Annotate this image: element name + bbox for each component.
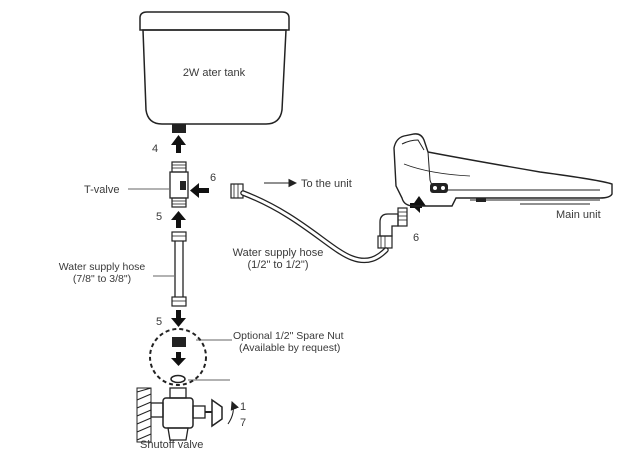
- unit-hose-label-line2: (1/2" to 1/2"): [247, 259, 308, 271]
- step-6-top: 6: [210, 172, 216, 184]
- arrow-into-unit: [410, 196, 426, 213]
- spare-nut-callout: [149, 328, 207, 386]
- t-valve: [169, 161, 189, 208]
- shutoff-valve-label: Shutoff valve: [140, 439, 203, 451]
- spare-nut: [171, 337, 186, 366]
- arrow-into-t-valve: [190, 183, 209, 198]
- left-hose-label-line1: Water supply hose: [59, 261, 146, 273]
- step-5-top: 5: [156, 211, 162, 223]
- step-6-bottom: 6: [413, 232, 419, 244]
- vertical-supply-hose: [171, 231, 187, 307]
- arrow-down-to-nut: [171, 310, 186, 327]
- arrow-up-from-hose: [171, 211, 186, 228]
- wall: [136, 387, 152, 443]
- step-1: 1: [240, 401, 246, 413]
- unit-elbow-connector: [377, 207, 408, 249]
- main-unit-label: Main unit: [556, 209, 601, 221]
- left-hose-label-line2: (7/8" to 3/8"): [73, 273, 131, 285]
- spare-nut-label-line2: (Available by request): [239, 342, 340, 354]
- step-7: 7: [240, 417, 246, 429]
- t-valve-label: T-valve: [84, 184, 119, 196]
- main-unit: [393, 133, 613, 207]
- arrow-up-to-tank: [171, 135, 186, 153]
- shutoff-valve: [150, 387, 223, 441]
- to-unit-label: To the unit: [301, 178, 352, 190]
- spare-nut-label-line1: Optional 1/2" Spare Nut: [233, 330, 344, 342]
- rotate-arrow-icon: [227, 400, 239, 425]
- water-tank-label: 2W ater tank: [183, 67, 246, 79]
- unit-supply-hose: [230, 183, 389, 264]
- washer: [170, 374, 186, 384]
- step-4: 4: [152, 143, 158, 155]
- unit-hose-label-line1: Water supply hose: [233, 247, 324, 259]
- tank-outlet: [172, 124, 186, 133]
- step-5-bottom: 5: [156, 316, 162, 328]
- water-tank: [139, 11, 290, 133]
